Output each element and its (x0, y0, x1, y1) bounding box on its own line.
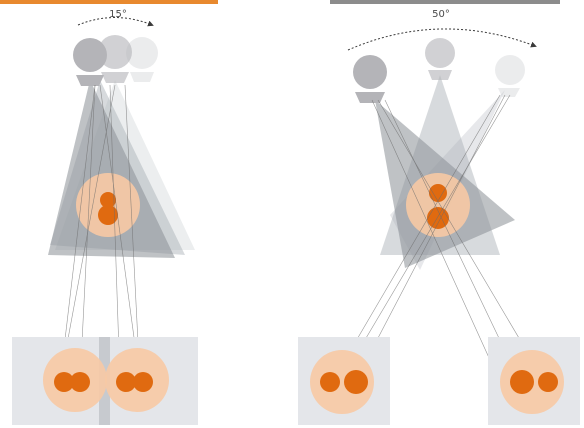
right-sensor-halo-a (310, 350, 374, 414)
right-sensor-dot-1 (320, 372, 340, 392)
right-accent-bar (330, 0, 560, 4)
left-target-dot-bottom (98, 205, 118, 225)
right-head-icon-mid (425, 38, 455, 80)
right-angle-label: 50° (432, 9, 450, 20)
left-sensor-dot-2 (70, 372, 90, 392)
left-head-icon-mid (98, 35, 132, 83)
left-projection-lines (59, 84, 141, 383)
left-sensor-dot-4 (133, 372, 153, 392)
right-head-icon-faded (495, 55, 525, 97)
left-rotation-arrow (77, 17, 154, 27)
right-sensor-dot-4 (538, 372, 558, 392)
left-head-icon (73, 38, 107, 86)
left-target-dot-top (100, 192, 116, 208)
right-sensor-dot-2 (344, 370, 368, 394)
right-projection-lines (331, 94, 546, 383)
left-head-icon-faded (126, 37, 158, 82)
left-panel: 15° (0, 0, 218, 425)
right-target-dot-top (429, 184, 447, 202)
right-head-icon (353, 55, 387, 103)
left-sensor-dot-3 (116, 372, 136, 392)
right-sensor-dot-3 (510, 370, 534, 394)
left-sensor-dot-1 (54, 372, 74, 392)
right-rotation-arrow (347, 28, 537, 51)
left-angle-label: 15° (109, 9, 127, 20)
left-accent-bar (0, 0, 218, 4)
right-panel: 50° (298, 0, 580, 425)
